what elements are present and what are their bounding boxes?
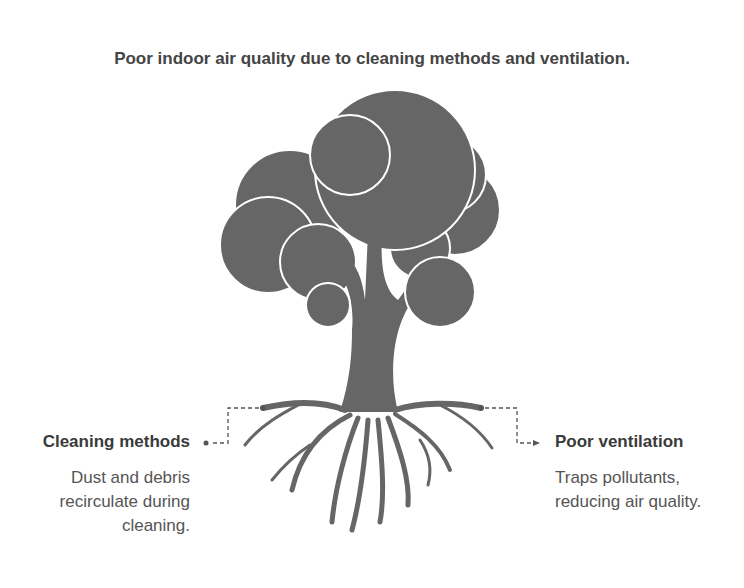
leader-line (204, 406, 266, 446)
leader-line (479, 406, 541, 447)
label-heading: Cleaning methods (20, 432, 190, 452)
label-body: Traps pollutants, reducing air quality. (555, 466, 707, 514)
diagram-title: Poor indoor air quality due to cleaning … (0, 49, 744, 69)
label-heading: Poor ventilation (555, 432, 735, 452)
label-body: Dust and debris recirculate during clean… (20, 466, 190, 538)
